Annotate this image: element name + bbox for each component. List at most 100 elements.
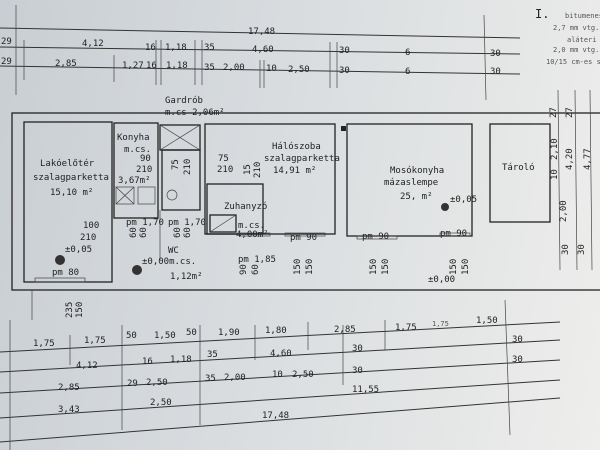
room-area: 25, m² (400, 192, 433, 202)
dim: 4,12 (82, 39, 104, 49)
dim-total-bottom: 17,48 (262, 411, 289, 421)
room-name: Lakóelőtér (40, 158, 95, 169)
dim: 90 (239, 264, 249, 275)
dim: 1,80 (265, 326, 287, 336)
room-lakoeloter: Lakóelőtér szalagparketta 15,10 m² (33, 158, 109, 198)
room-floor: m.cs. (124, 145, 151, 155)
dim: 150 (369, 259, 379, 275)
dim: pm 90 (290, 233, 317, 243)
room-tarolo: Tároló (502, 162, 535, 173)
dim: 1,75 (432, 320, 449, 328)
dim: 2,00 (223, 63, 245, 73)
dim: 1,27 (122, 61, 144, 71)
dim: pm 90 (362, 232, 389, 242)
dim: pm 1,70 (126, 218, 164, 228)
dim: 29 (1, 57, 12, 67)
dim: 30 (339, 46, 350, 56)
dim: pm 90 (440, 229, 467, 239)
dim: 150 (449, 259, 459, 275)
dim: 29 (1, 37, 12, 47)
room-area: 1,12m² (170, 272, 203, 282)
dim: 2,10 (550, 138, 560, 160)
level-mark: ±0,05 (450, 195, 477, 205)
dim: 2,85 (55, 59, 77, 69)
room-area: m.cs 2,06m² (165, 108, 225, 118)
notes: I. bitumenes 2,7 mm vtg. aláteri 2,0 mm … (535, 7, 600, 66)
room-area: 14,91 m² (273, 166, 316, 176)
door-width: 90 (140, 154, 151, 164)
room-konyha: Konyha m.cs. 90 210 3,67m² (117, 133, 152, 186)
dim: 16 (146, 61, 157, 71)
dim: 2,50 (292, 370, 314, 380)
dim: 3,43 (58, 405, 80, 415)
dim: 4,20 (565, 148, 575, 170)
dim: 150 (461, 259, 471, 275)
dim: 1,18 (165, 43, 187, 53)
dim: 1,50 (154, 331, 176, 341)
dim: 4,77 (583, 148, 593, 170)
note: 10/15 cm-es s (546, 58, 600, 66)
room-floor: szalagparketta (33, 173, 109, 183)
dim: 2,50 (288, 65, 310, 75)
room-gardrob: Gardrób m.cs 2,06m² (165, 95, 225, 118)
level-mark: ±0,00 (428, 275, 455, 285)
dim: 2,00 (559, 200, 569, 222)
dim: 50 (126, 331, 137, 341)
dim: 6 (405, 67, 410, 77)
dim: 210 (183, 159, 193, 175)
dim: 1,50 (476, 316, 498, 326)
dim: 1,18 (166, 61, 188, 71)
room-area: 4,00m² (236, 230, 269, 240)
dim: 60 (183, 227, 193, 238)
dim: pm 1,85 (238, 255, 276, 265)
level-mark: ±0,00m.cs. (142, 257, 196, 267)
dim: pm 1,70 (168, 218, 206, 228)
dim: 6 (405, 48, 410, 58)
dim: 27 (549, 107, 559, 118)
dim: 10 (550, 169, 560, 180)
room-floor: szalagparketta (264, 154, 340, 164)
dim: 10 (272, 370, 283, 380)
dim: 30 (339, 66, 350, 76)
dim: 30 (577, 244, 587, 255)
dim: 75 (171, 159, 181, 170)
dim: 2,50 (146, 378, 168, 388)
room-name: Mosókonyha (390, 165, 444, 176)
top-dimension-lines (0, 5, 521, 101)
walls (11, 112, 600, 320)
dim: 1,18 (170, 355, 192, 365)
dim: 30 (512, 335, 523, 345)
dim: 35 (207, 350, 218, 360)
dim: 210 (217, 165, 233, 175)
room-wc: WC ±0,00m.cs. 1,12m² (132, 246, 203, 282)
room-area: 3,67m² (118, 176, 151, 186)
dim: 2,50 (150, 398, 172, 408)
dim-total-top: 17,48 (248, 27, 275, 37)
room-floor: m.cs. (238, 221, 265, 231)
dim: 60 (129, 227, 139, 238)
dim: 210 (253, 162, 263, 178)
right-dimensions: 27 27 2,10 10 4,20 4,77 2,00 30 30 (549, 89, 593, 271)
note: bitumenes (565, 12, 600, 20)
dim: 60 (139, 227, 149, 238)
dim: 30 (352, 344, 363, 354)
dim: 2,00 (224, 373, 246, 383)
dim: 2,85 (58, 383, 80, 393)
dim: 1,90 (218, 328, 240, 338)
room-name: Zuhanyzó (224, 201, 267, 212)
dim: 60 (251, 264, 261, 275)
dim: 4,60 (252, 45, 274, 55)
room-name: Hálószoba (272, 141, 321, 152)
dim: 16 (145, 43, 156, 53)
dim: 35 (205, 374, 216, 384)
dim: 50 (186, 328, 197, 338)
dim: 29 (127, 379, 138, 389)
dim: 150 (381, 259, 391, 275)
dim: 11,55 (352, 385, 379, 395)
note: aláteri (567, 36, 597, 44)
note: 2,7 mm vtg. (553, 24, 599, 32)
dim: 30 (352, 366, 363, 376)
room-haloszoba: Hálószoba szalagparketta 14,91 m² (264, 141, 340, 176)
room-area: 15,10 m² (50, 188, 93, 198)
